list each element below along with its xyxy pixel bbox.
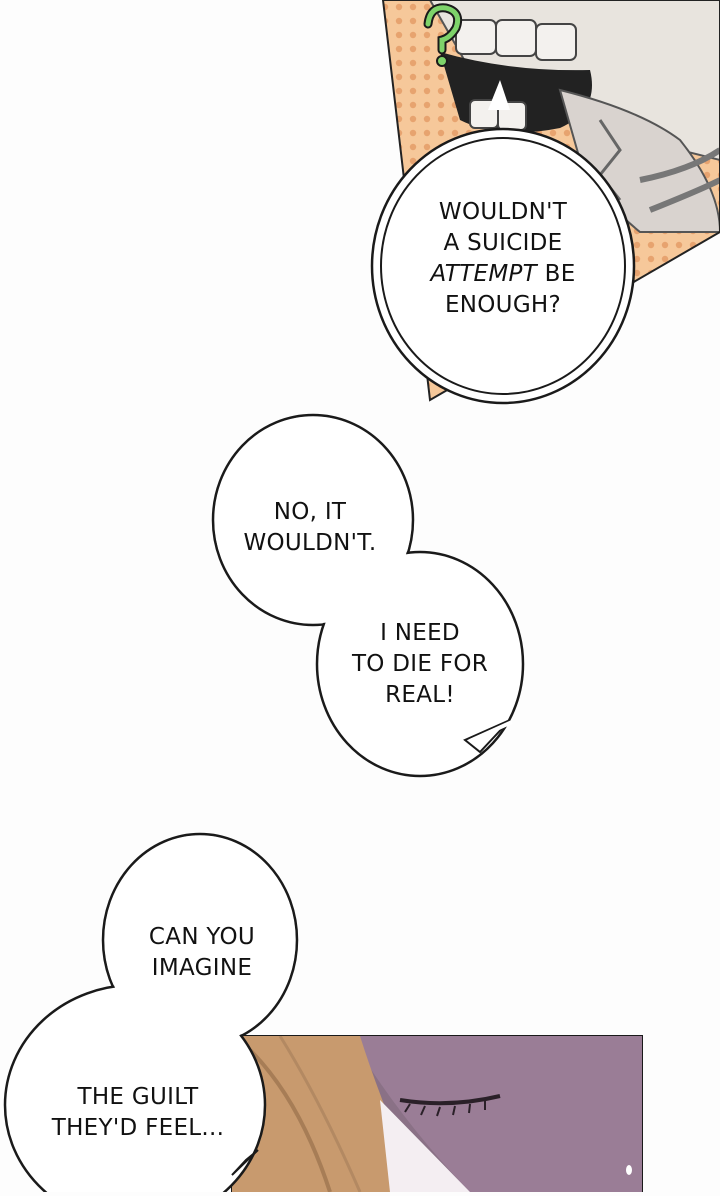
bubble-3-line-2: TO DIE FOR	[351, 651, 489, 677]
bubble-2-text: NO, IT WOULDN'T.	[230, 497, 390, 559]
speech-bubble-2-3	[211, 413, 525, 778]
speech-bubble-1	[370, 80, 636, 405]
bubble-1-line-3: ATTEMPT BE	[410, 259, 596, 290]
bubble-5-line-1: THE GUILT	[77, 1084, 199, 1110]
speech-bubble-4-5	[3, 832, 299, 1196]
bubble-1-text: WOULDN'T A SUICIDE ATTEMPT BE ENOUGH?	[410, 197, 596, 321]
bubble-3-line-1: I NEED	[380, 620, 460, 646]
face-panel	[231, 1035, 643, 1196]
bubble-1-line-4: ENOUGH?	[444, 292, 562, 318]
bubble-4-line-2: IMAGINE	[151, 955, 253, 981]
bubble-2-line-1: NO, IT	[273, 499, 347, 525]
bubble-2-line-2: WOULDN'T.	[243, 530, 377, 556]
bubble-4-text: CAN YOU IMAGINE	[122, 922, 282, 984]
bubble-4-line-1: CAN YOU	[148, 924, 256, 950]
bubble-1-line-2: A SUICIDE	[443, 230, 563, 256]
bubble-1-line-1: WOULDN'T	[438, 199, 568, 225]
bubble-1-line-3-rest: BE	[544, 261, 576, 287]
bubble-3-text: I NEED TO DIE FOR REAL!	[340, 618, 500, 711]
bubble-3-line-3: REAL!	[385, 682, 455, 708]
bubble-5-text: THE GUILT THEY'D FEEL...	[48, 1082, 228, 1144]
bubble-5-line-2: THEY'D FEEL...	[51, 1115, 225, 1141]
face-illustration	[232, 1036, 642, 1193]
bubble-1-emphasis: ATTEMPT	[430, 261, 537, 287]
